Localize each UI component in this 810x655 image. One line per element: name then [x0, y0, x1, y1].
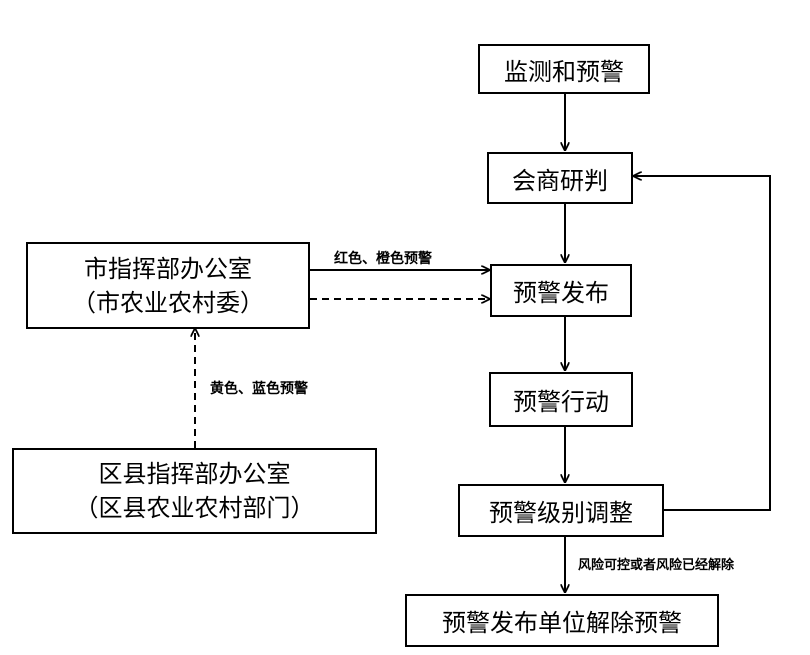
node-release: 预警发布单位解除预警 [405, 594, 719, 647]
node-publish-label: 预警发布 [513, 279, 609, 307]
node-district-office: 区县指挥部办公室 （区县农业农村部门） [12, 448, 377, 534]
arrow-adjust-feedback-to-consult [634, 176, 771, 511]
node-release-label: 预警发布单位解除预警 [442, 609, 682, 637]
node-monitor: 监测和预警 [478, 44, 650, 94]
node-city-office-line1: 市指挥部办公室 [84, 254, 252, 283]
node-monitor-label: 监测和预警 [504, 57, 624, 86]
node-consult-label: 会商研判 [512, 166, 608, 195]
node-action: 预警行动 [489, 372, 633, 427]
edge-label-yellow-blue: 黄色、蓝色预警 [210, 381, 308, 397]
node-district-office-line1: 区县指挥部办公室 [98, 460, 291, 488]
node-city-office: 市指挥部办公室 （市农业农村委） [26, 242, 310, 329]
edge-label-red-orange: 红色、橙色预警 [334, 251, 432, 267]
node-adjust: 预警级别调整 [458, 484, 664, 537]
node-action-label: 预警行动 [513, 388, 609, 416]
edge-label-risk-control: 风险可控或者风险已经解除 [578, 558, 735, 573]
node-city-office-line2: （市农业农村委） [72, 288, 264, 317]
node-adjust-label: 预警级别调整 [489, 499, 633, 527]
node-consult: 会商研判 [487, 152, 633, 204]
node-district-office-line2: （区县农业农村部门） [74, 494, 315, 522]
node-publish: 预警发布 [490, 264, 632, 317]
